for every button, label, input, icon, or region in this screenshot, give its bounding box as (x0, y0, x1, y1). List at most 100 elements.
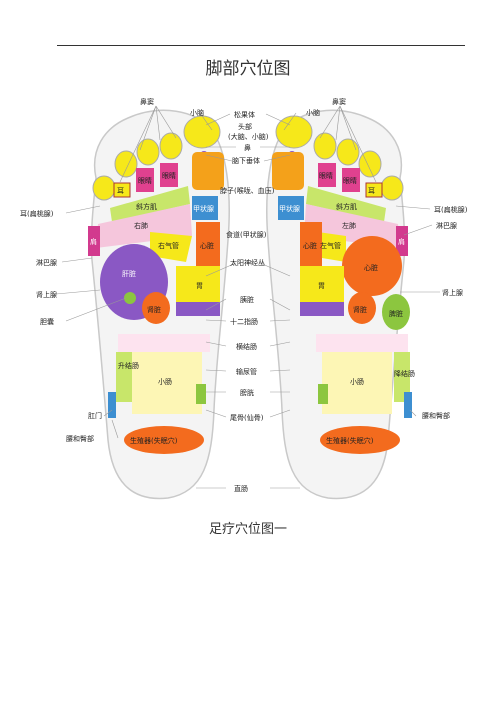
left-bronchus-zone (150, 232, 192, 262)
right-heart-zone (300, 222, 322, 266)
label-ear-tonsil-right: 耳(扁桃腺) (434, 205, 468, 214)
left-toe-1 (92, 175, 116, 201)
label-sinus-right: 鼻窦 (332, 97, 346, 106)
label-adrenal-right: 肾上腺 (442, 288, 463, 297)
label-lymph-right: 淋巴腺 (436, 221, 457, 230)
zone-ear-r: 耳 (368, 187, 375, 195)
zone-left-lung: 左肺 (342, 221, 356, 230)
zone-shoulder-r: 肩 (398, 237, 405, 246)
zone-shoulder-l: 肩 (90, 237, 97, 246)
right-toe-4 (313, 132, 337, 160)
right-pancreas-zone (300, 302, 344, 316)
zone-small-int-l: 小肠 (158, 377, 172, 386)
label-lymph-left: 淋巴腺 (36, 258, 57, 267)
left-ascending-colon-zone (116, 352, 132, 402)
zone-small-int-r: 小肠 (350, 377, 364, 386)
zone-eye-l2: 眼睛 (162, 171, 176, 180)
label-head-brain-sub: (大脑、小脑) (228, 132, 269, 141)
left-eye-zone-1 (136, 168, 154, 192)
header-rule (57, 45, 465, 46)
left-gallbladder-zone (124, 292, 136, 304)
zone-liver: 肝脏 (122, 269, 136, 278)
right-foot (266, 109, 412, 500)
zone-genital-l: 生殖器(失眠穴) (130, 436, 178, 445)
right-heart-big-zone (342, 236, 402, 296)
right-transverse-colon-zone (316, 334, 408, 352)
right-bladder-zone (318, 384, 328, 404)
label-head-brain: 头部 (238, 122, 252, 131)
label-pituitary: 脑下垂体 (232, 156, 260, 165)
label-cerebellum-right: 小脑 (306, 108, 320, 117)
left-genital-zone (124, 426, 204, 454)
right-kidney-zone (348, 292, 376, 324)
right-thyroid-zone (278, 196, 304, 220)
right-small-intestine-zone (322, 352, 392, 414)
left-foot (88, 109, 230, 500)
label-anus: 肛门 (88, 411, 102, 420)
label-pineal: 松果体 (234, 110, 255, 119)
label-cerebellum-left: 小脑 (190, 108, 204, 117)
leader-lines (55, 105, 440, 489)
zone-right-lung: 右肺 (134, 221, 148, 230)
right-trapezius-zone (306, 186, 386, 222)
zone-heart-r: 心脏 (303, 241, 317, 250)
left-shoulder-zone (88, 226, 100, 256)
zone-ascending-colon: 升结肠 (118, 361, 139, 370)
zone-heart-l: 心脏 (200, 241, 214, 250)
right-rectum-zone (404, 392, 412, 418)
label-rectum: 直肠 (234, 484, 248, 493)
label-sinus-left: 鼻窦 (140, 97, 154, 106)
label-coccyx: 尾骨(仙骨) (230, 413, 264, 422)
right-neck-zone (272, 152, 304, 190)
zone-eye-l1: 眼睛 (138, 176, 152, 185)
zone-left-bronchus: 左气管 (320, 241, 341, 250)
figure-caption: 足疗穴位图一 (208, 522, 287, 537)
right-genital-zone (320, 426, 400, 454)
right-bronchus-zone (318, 232, 346, 262)
label-adrenal-left: 肾上腺 (36, 290, 57, 299)
zone-trapezius-l: 斜方肌 (136, 202, 157, 211)
label-solar-plexus: 太阳神经丛 (230, 258, 265, 267)
left-thyroid-zone (192, 196, 218, 220)
right-stomach-zone (300, 266, 344, 302)
left-trapezius-zone (110, 186, 190, 222)
left-toe-4 (159, 132, 183, 160)
left-neck-zone (192, 152, 224, 190)
left-eye-zone-2 (160, 163, 178, 187)
left-ear-zone (113, 182, 131, 198)
left-bladder-zone (196, 384, 206, 404)
label-ear-tonsil-left: 耳(扁桃腺) (20, 209, 54, 218)
zone-trapezius-r: 斜方肌 (336, 202, 357, 211)
label-pancreas: 胰脏 (240, 295, 254, 304)
label-nose: 鼻 (244, 143, 251, 152)
label-neck: 脖子(喉咙、血压) (220, 186, 275, 195)
right-ear-zone (365, 182, 383, 198)
label-waist-hip-right: 腰和臀部 (422, 411, 450, 420)
left-heart-zone (196, 222, 220, 266)
label-duodenum: 十二指肠 (230, 317, 258, 326)
left-transverse-colon-zone (118, 334, 210, 352)
right-eye-zone-1 (342, 168, 360, 192)
right-shoulder-zone (396, 226, 408, 256)
zone-descending-colon: 降结肠 (394, 369, 415, 378)
label-bladder: 膀胱 (240, 388, 254, 397)
right-toe-3 (336, 138, 360, 166)
zone-stomach-r: 胃 (318, 282, 325, 290)
left-stomach-zone (176, 266, 220, 302)
left-pancreas-zone (176, 302, 220, 316)
zone-ear-l: 耳 (117, 187, 124, 195)
zone-kidney-r: 肾脏 (353, 305, 367, 314)
left-rectum-zone (108, 392, 116, 418)
zone-thyroid-r: 甲状腺 (279, 204, 300, 213)
zone-spleen: 脾脏 (389, 309, 403, 318)
label-ureter: 输尿管 (236, 367, 257, 376)
left-toe-2 (114, 150, 138, 178)
label-transverse-colon: 横结肠 (236, 342, 257, 351)
page-title: 脚部穴位图 (205, 59, 291, 79)
label-gallbladder: 胆囊 (40, 317, 54, 326)
zone-thyroid-l: 甲状腺 (193, 204, 214, 213)
zone-kidney-l: 肾脏 (147, 305, 161, 314)
zone-eye-r1: 眼睛 (343, 176, 357, 185)
left-kidney-zone (142, 292, 170, 324)
